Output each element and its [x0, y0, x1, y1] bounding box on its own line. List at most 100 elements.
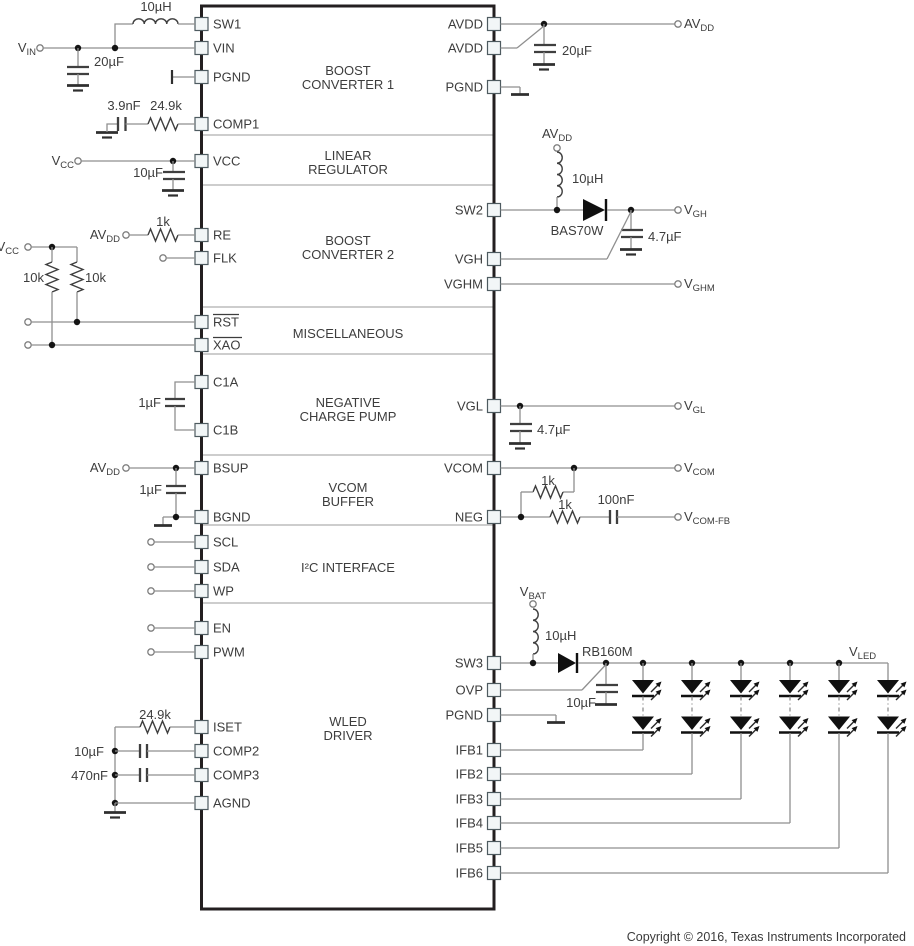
junction-dot [529, 659, 537, 667]
pin-vcom: VCOM [444, 461, 502, 476]
capacitor-value: 1µF [139, 482, 162, 497]
capacitor-value: 20µF [94, 54, 124, 69]
right-pins: AVDD AVDD PGND SW2 VGH VGHM VGL VCOM NEG… [444, 17, 502, 881]
pin-label: FLK [213, 251, 237, 266]
left-pins: SW1 VIN PGND COMP1 VCC RE FLK RST XAO C1… [194, 17, 259, 811]
terminal-label-avdd: AVDD [542, 126, 572, 144]
block-label-linear-regulator: LINEAR REGULATOR [308, 148, 388, 177]
diode-part-number: RB160M [582, 644, 633, 659]
net-flk [159, 254, 195, 262]
capacitor-value: 10µF [74, 744, 104, 759]
net-vcc: VCC 10µF [52, 153, 195, 197]
capacitor-value: 470nF [71, 768, 108, 783]
capacitor-10uf-vcc: 10µF [133, 161, 185, 197]
capacitor-value: 4.7µF [648, 229, 682, 244]
inductor-icon [532, 608, 539, 655]
block-label: WLED [329, 714, 367, 729]
block-label: CHARGE PUMP [300, 409, 397, 424]
resistor-value: 10k [23, 270, 44, 285]
terminal-circle [674, 20, 682, 28]
terminal-circle [674, 402, 682, 410]
block-label: CONVERTER 1 [302, 77, 394, 92]
terminal-circle [674, 280, 682, 288]
pin-c1b: C1B [194, 423, 238, 438]
diode-part-number: BAS70W [551, 223, 604, 238]
pin-re: RE [194, 228, 231, 243]
capacitor-4p7uf-vgl: 4.7µF [509, 406, 571, 450]
block-label-vcom-buffer: VCOM BUFFER [322, 480, 374, 509]
pin-label: EN [213, 621, 231, 636]
resistor-value: 1k [541, 473, 555, 488]
resistor-icon [549, 509, 581, 525]
inductor-value: 10µH [545, 628, 576, 643]
pin-comp2: COMP2 [194, 744, 259, 759]
terminal-circle [159, 254, 167, 262]
pin-label: VGH [455, 252, 483, 267]
pin-c1a: C1A [194, 375, 239, 390]
pin-comp1: COMP1 [194, 117, 259, 132]
pin-vin: VIN [194, 41, 235, 56]
resistor-icon [44, 261, 60, 293]
block-label-wled-driver: WLED DRIVER [323, 714, 372, 743]
terminal-circle [674, 513, 682, 521]
pin-ifb3: IFB3 [456, 792, 502, 807]
pin-label: COMP2 [213, 744, 259, 759]
pin-ifb5: IFB5 [456, 841, 502, 856]
inductor-icon [132, 18, 179, 25]
terminal-label-avdd: AVDD [90, 460, 120, 478]
pin-label: RST [213, 315, 239, 330]
pin-label: VGL [457, 399, 483, 414]
pin-sda: SDA [194, 560, 240, 575]
terminal-label-vgh: VGH [684, 202, 707, 220]
pin-bsup: BSUP [194, 461, 248, 476]
pin-bgnd: BGND [194, 510, 251, 525]
resistor-value: 24.9k [150, 98, 182, 113]
pin-label: PGND [445, 80, 483, 95]
block-label-i2c-interface: I²C INTERFACE [301, 560, 395, 575]
terminal-circle [74, 157, 82, 165]
led-string-1 [500, 663, 663, 751]
capacitor-20uf-input: 20µF [67, 48, 124, 92]
capacitor-4p7uf-vgh: 4.7µF [620, 210, 682, 256]
pin-label: SW3 [455, 656, 483, 671]
pin-label: IFB1 [456, 743, 483, 758]
terminal-label-vcom: VCOM [684, 460, 715, 478]
pin-label: C1A [213, 375, 239, 390]
block-label-boost2: BOOST CONVERTER 2 [302, 233, 394, 262]
terminal-circle [147, 587, 155, 595]
capacitor-value: 10µF [566, 695, 596, 710]
pin-label: PWM [213, 645, 245, 660]
net-sw2-vgh: AVDD 10µH VGH BAS70W 4.7µF [500, 126, 707, 260]
junction-dot [517, 513, 525, 521]
terminal-label-vled: VLED [849, 644, 876, 662]
pin-scl: SCL [194, 535, 238, 550]
capacitor-value: 20µF [562, 43, 592, 58]
pin-label: PGND [445, 708, 483, 723]
block-label-negative-charge-pump: NEGATIVE CHARGE PUMP [300, 395, 397, 424]
pin-rst: RST [194, 313, 239, 330]
led-string-3 [500, 663, 761, 800]
terminal-label-vgl: VGL [684, 398, 705, 416]
terminal-label-vcc: VCC [52, 153, 75, 171]
pin-pgnd-left: PGND [194, 70, 251, 85]
net-vgl: VGL 4.7µF [500, 398, 705, 450]
capacitor-10uf-wled: 10µF [566, 663, 618, 710]
pin-vcc: VCC [194, 154, 240, 169]
pin-avdd-1: AVDD [448, 17, 502, 32]
pin-label: SW2 [455, 203, 483, 218]
block-label-miscellaneous: MISCELLANEOUS [293, 326, 404, 341]
pin-label: VCC [213, 154, 240, 169]
terminal-circle [122, 464, 130, 472]
block-label-boost1: BOOST CONVERTER 1 [302, 63, 394, 92]
pin-label: VIN [213, 41, 235, 56]
net-comp1: 3.9nF 24.9k [96, 98, 195, 139]
capacitor-value: 1µF [138, 395, 161, 410]
pin-label: VGHM [444, 277, 483, 292]
terminal-label-vcc: VCC [0, 239, 19, 257]
pin-flk: FLK [194, 251, 237, 266]
pin-label: VCOM [444, 461, 483, 476]
pin-en: EN [194, 621, 231, 636]
pin-label: SCL [213, 535, 238, 550]
